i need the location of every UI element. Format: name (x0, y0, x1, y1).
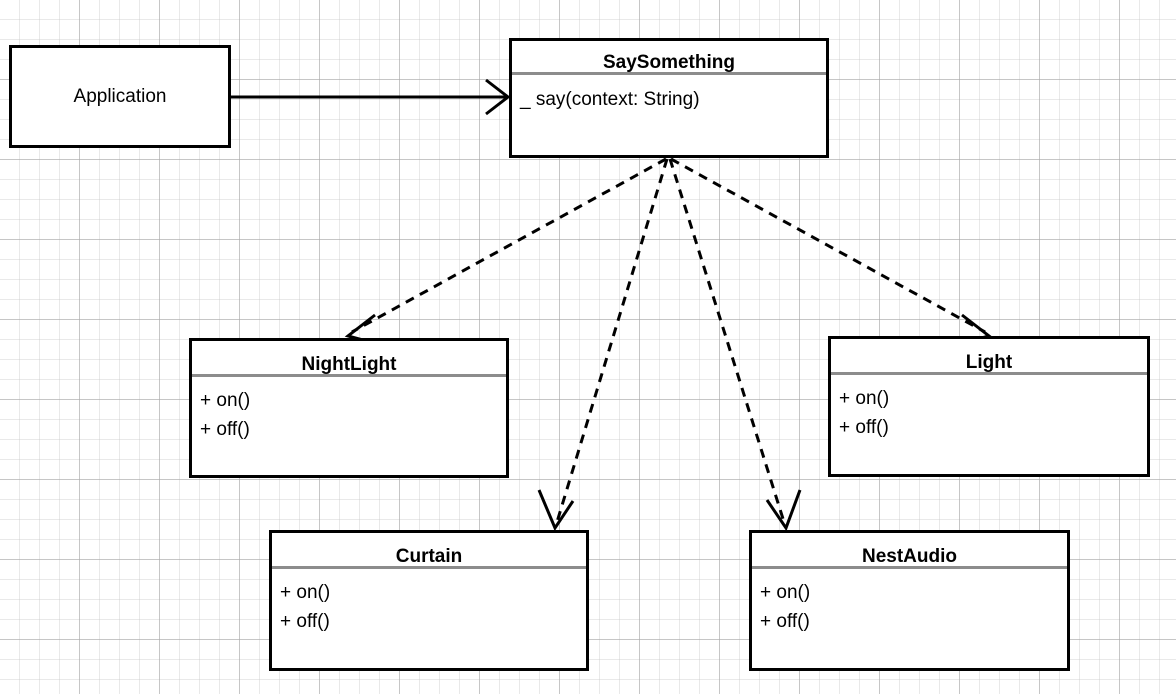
class-member: _ say(context: String) (520, 89, 700, 110)
class-member: + off() (839, 416, 889, 438)
arrowhead-open-v-icon (765, 489, 802, 532)
class-box-curtain[interactable]: Curtain + on() + off() (269, 530, 589, 671)
class-member: + on() (280, 582, 331, 603)
edge-saysomething-to-curtain (537, 158, 669, 532)
class-box-saysomething[interactable]: SaySomething _ say(context: String) (509, 38, 829, 158)
compartment-separator (272, 566, 586, 569)
compartment-separator (192, 374, 506, 377)
edge-saysomething-to-nightlight (344, 157, 667, 345)
arrowhead-open-v-icon (537, 489, 575, 532)
edge-line (670, 157, 986, 334)
class-member: + off() (200, 418, 250, 440)
class-name-curtain: Curtain (395, 546, 463, 567)
class-members-nestaudio: + on() + off() (752, 569, 1067, 637)
compartment-separator (752, 566, 1067, 569)
class-members-light: + on() + off() (831, 375, 1147, 443)
class-member: + on() (839, 388, 890, 409)
edge-line (351, 157, 667, 334)
edge-line (668, 158, 786, 523)
class-name-nestaudio: NestAudio (862, 546, 957, 567)
class-members-curtain: + on() + off() (272, 569, 586, 637)
class-box-application[interactable]: Application (9, 45, 231, 148)
arrowhead-open-v-icon (485, 78, 511, 116)
class-name-nightlight: NightLight (301, 354, 397, 375)
class-box-light[interactable]: Light + on() + off() (828, 336, 1150, 477)
class-member: + on() (760, 582, 811, 603)
compartment-separator (831, 372, 1147, 375)
class-name-light: Light (965, 352, 1013, 373)
class-member: + off() (280, 610, 330, 632)
edge-application-to-saysomething (231, 78, 511, 116)
class-member: + on() (200, 390, 251, 411)
class-box-nightlight[interactable]: NightLight + on() + off() (189, 338, 509, 478)
class-name-saysomething: SaySomething (603, 52, 735, 73)
class-members-nightlight: + on() + off() (192, 377, 506, 445)
edge-line (555, 158, 669, 523)
class-members-saysomething: _ say(context: String) (512, 75, 826, 115)
edge-saysomething-to-light (670, 157, 993, 345)
class-member: + off() (760, 610, 810, 632)
edge-saysomething-to-nestaudio (668, 158, 802, 532)
compartment-separator (512, 72, 826, 75)
class-box-nestaudio[interactable]: NestAudio + on() + off() (749, 530, 1070, 671)
class-name-application: Application (73, 85, 167, 107)
